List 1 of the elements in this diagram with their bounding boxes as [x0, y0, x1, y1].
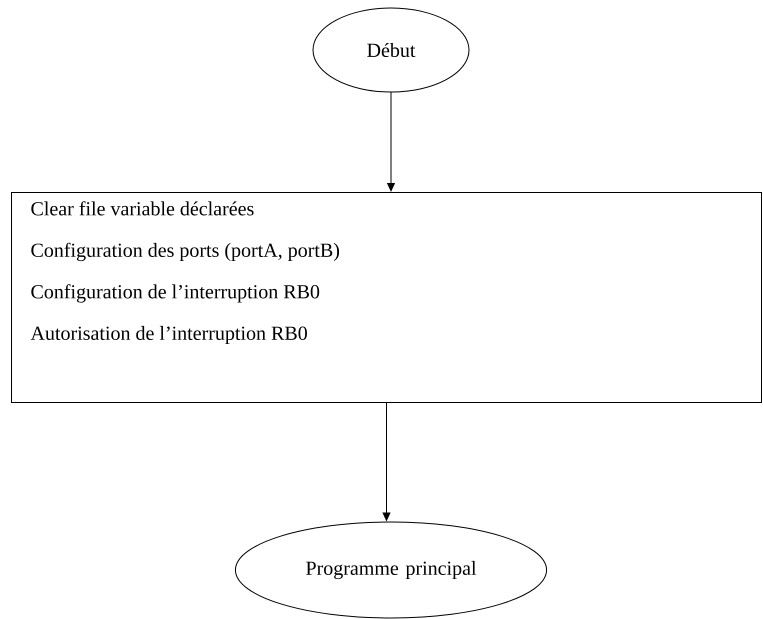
process-box: Clear file variable déclarées Configuration des ports (portA, portB) Configuration de l’interruption RB0 Autorisation de l’interruption RB0 [11, 192, 762, 403]
